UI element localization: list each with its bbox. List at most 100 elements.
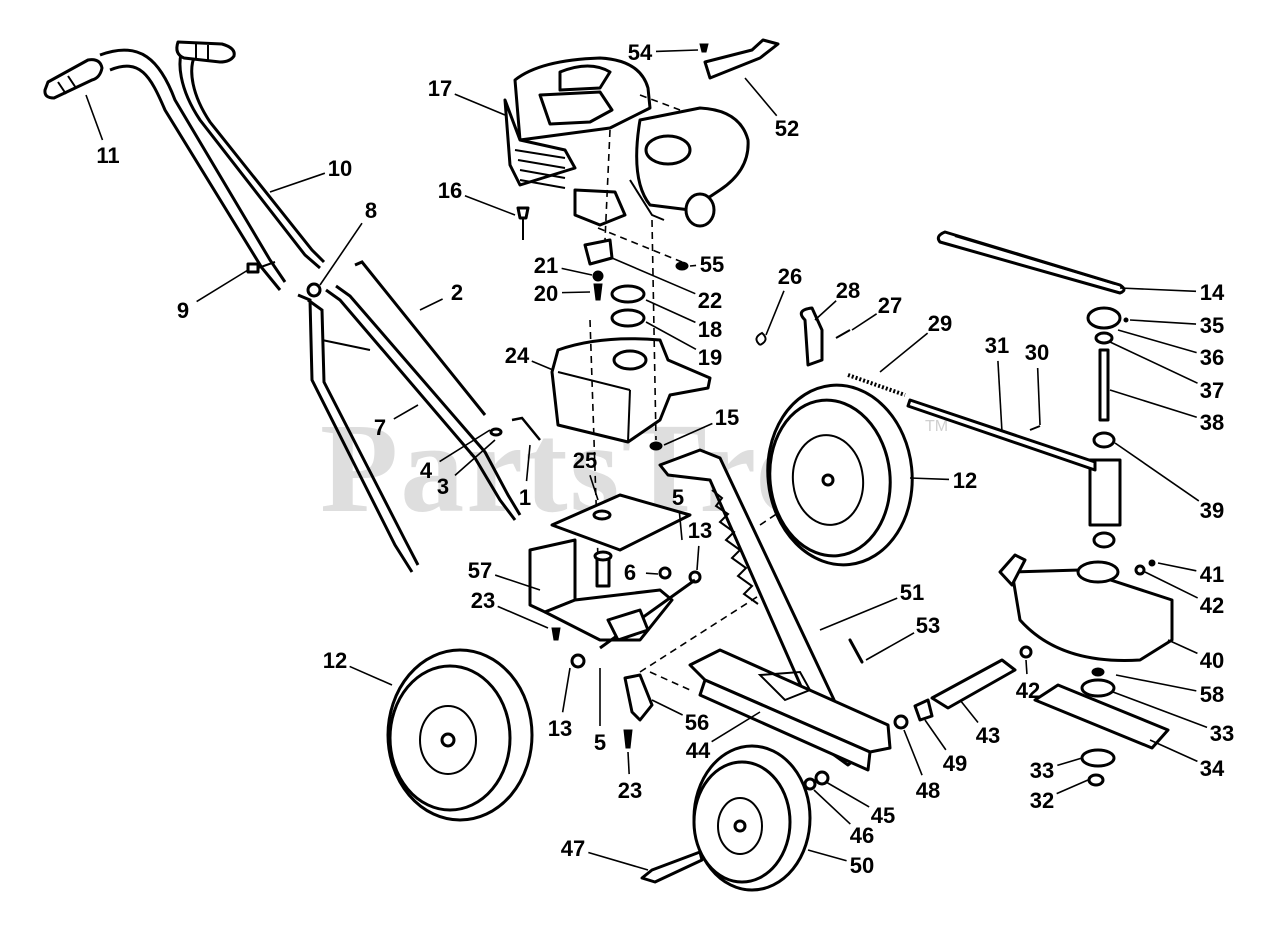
leader-line-12 [349, 665, 393, 686]
leader-line-34 [1149, 739, 1198, 763]
nut [1091, 667, 1105, 677]
callout-label-57: 57 [468, 558, 492, 583]
spindle [1098, 348, 1110, 422]
bolt [593, 283, 603, 301]
leader-line-46 [813, 789, 851, 825]
axle-bolt [640, 850, 704, 884]
callout-label-45: 45 [871, 803, 895, 828]
leader-line-55 [689, 264, 697, 267]
gasket [610, 284, 646, 304]
leader-line-54 [655, 49, 699, 53]
callout-label-23: 23 [618, 778, 642, 803]
leader-line-40 [1167, 639, 1198, 655]
pin [511, 416, 541, 441]
callout-label-27: 27 [878, 293, 902, 318]
washer [1148, 559, 1156, 567]
callout-label-14: 14 [1200, 280, 1225, 305]
callout-label-24: 24 [505, 343, 530, 368]
leader-line-5 [678, 512, 683, 541]
leader-line-9 [196, 269, 249, 303]
handle-grip [43, 40, 236, 100]
callout-label-22: 22 [698, 288, 722, 313]
leader-line-15 [663, 422, 713, 446]
leader-line-23 [627, 751, 630, 775]
callout-label-40: 40 [1200, 648, 1224, 673]
leader-line-35 [1129, 319, 1197, 325]
washer [1019, 645, 1033, 659]
bracket [703, 38, 780, 80]
leader-line-14 [1119, 287, 1197, 293]
belt [936, 230, 1126, 295]
callout-label-56: 56 [685, 710, 709, 735]
callout-label-28: 28 [836, 278, 860, 303]
leader-line-21 [561, 267, 593, 276]
clip [755, 331, 767, 346]
leader-line-19 [645, 321, 697, 351]
callout-label-6: 6 [624, 560, 636, 585]
callout-label-12: 12 [953, 468, 977, 493]
leader-line-33 [1057, 757, 1083, 767]
leader-line-47 [588, 851, 649, 871]
plate [550, 493, 692, 552]
link [606, 608, 650, 642]
pulley [1086, 306, 1122, 330]
bolt [516, 206, 530, 220]
washer [1080, 678, 1116, 698]
leader-line-1 [525, 444, 531, 482]
callout-label-36: 36 [1200, 345, 1224, 370]
leader-line-22 [611, 257, 696, 295]
callout-label-54: 54 [628, 40, 653, 65]
callout-label-32: 32 [1030, 788, 1054, 813]
callout-label-33: 33 [1030, 758, 1054, 783]
lower-handle [297, 284, 522, 573]
depth-lever [658, 448, 862, 767]
washer [688, 570, 702, 584]
callout-label-31: 31 [985, 333, 1009, 358]
wheel [692, 744, 812, 892]
callout-label-2: 2 [451, 280, 463, 305]
leader-line-13 [561, 667, 571, 713]
spring [848, 638, 864, 664]
spacer [814, 770, 830, 786]
callout-label-49: 49 [943, 751, 967, 776]
leader-line-27 [851, 313, 878, 331]
cotter-pin [1029, 425, 1041, 431]
leader-line-39 [1114, 442, 1200, 502]
leader-line-20 [561, 291, 591, 294]
callout-label-3: 3 [437, 474, 449, 499]
pin [658, 566, 672, 580]
leader-line-42 [1144, 571, 1199, 599]
callout-label-51: 51 [900, 580, 924, 605]
callout-label-20: 20 [534, 281, 558, 306]
leader-line-16 [464, 194, 516, 216]
leader-line-32 [1056, 779, 1089, 795]
gasket [610, 308, 646, 328]
nut [1087, 773, 1105, 787]
washer [803, 777, 817, 791]
leader-line-41 [1157, 562, 1197, 572]
leader-line-26 [765, 290, 785, 336]
callout-label-8: 8 [365, 198, 377, 223]
callout-label-15: 15 [715, 405, 739, 430]
clip [489, 427, 503, 437]
bearing [1092, 531, 1116, 549]
callout-label-50: 50 [850, 853, 874, 878]
handle-rod [354, 260, 487, 416]
leader-line-23 [497, 605, 549, 629]
leader-line-44 [711, 711, 761, 743]
leader-line-43 [959, 699, 979, 724]
leader-line-52 [744, 77, 778, 117]
leader-line-11 [85, 94, 104, 141]
washer [893, 714, 909, 730]
callout-label-26: 26 [778, 264, 802, 289]
callout-label-16: 16 [438, 178, 462, 203]
leader-line-33 [1112, 691, 1208, 729]
leader-line-45 [825, 781, 870, 808]
callout-label-30: 30 [1025, 340, 1049, 365]
callout-label-4: 4 [420, 458, 433, 483]
screw [551, 627, 561, 641]
leader-line-50 [807, 849, 847, 862]
leader-line-3 [454, 439, 496, 476]
leader-line-57 [494, 574, 541, 591]
